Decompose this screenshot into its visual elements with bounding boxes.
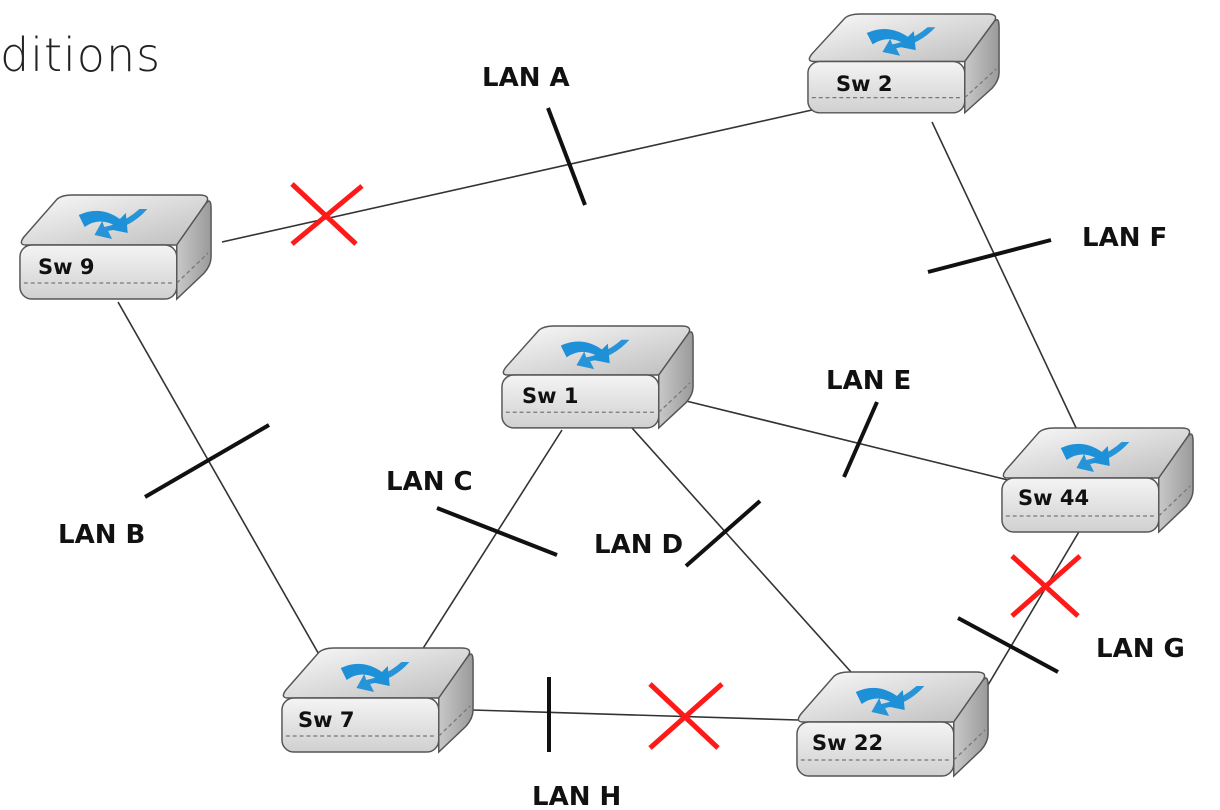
switch-icon [1001, 427, 1194, 533]
switch-label: Sw 1 [522, 384, 578, 408]
lan-label-b: LAN B [58, 520, 145, 550]
link-sw44-sw22 [987, 529, 1081, 686]
lan-d-mark [684, 499, 762, 568]
lan-label-d: LAN D [594, 530, 683, 560]
switch-sw44[interactable] [1001, 427, 1194, 533]
blocked-x-icon [290, 182, 364, 246]
switch-sw22[interactable] [796, 671, 989, 777]
switch-sw2[interactable] [807, 13, 1000, 114]
switch-label: Sw 7 [298, 708, 354, 732]
lan-f-mark [927, 238, 1052, 274]
switch-sw7[interactable] [281, 647, 474, 753]
lan-label-c: LAN C [386, 467, 473, 497]
switch-icon [796, 671, 989, 777]
switch-label: Sw 44 [1018, 486, 1089, 510]
lan-a-mark [546, 107, 587, 206]
lan-label-f: LAN F [1082, 223, 1167, 253]
switch-sw9[interactable] [19, 194, 212, 300]
lan-label-g: LAN G [1096, 634, 1185, 664]
switch-sw1[interactable] [501, 325, 694, 429]
lan-label-e: LAN E [826, 366, 911, 396]
lan-e-mark [842, 401, 879, 478]
lan-label-h: LAN H [532, 782, 621, 810]
lan-c-mark [436, 506, 558, 557]
switch-icon [281, 647, 474, 753]
link-sw2-sw44 [931, 121, 1079, 433]
link-sw1-sw44 [681, 399, 1009, 481]
blocked-ports [290, 182, 1082, 750]
link-sw9-sw7 [117, 301, 326, 666]
lan-g-mark [957, 616, 1059, 674]
switch-label: Sw 2 [836, 72, 892, 96]
link-sw9-sw2 [221, 109, 813, 243]
switch-icon [501, 325, 694, 429]
link-sw1-sw7 [421, 429, 563, 651]
lan-b-mark [143, 423, 271, 499]
blocked-x-icon [1010, 554, 1082, 618]
lan-label-a: LAN A [482, 63, 570, 93]
switch-label: Sw 9 [38, 255, 94, 279]
lan-marks [143, 107, 1059, 752]
blocked-x-icon [648, 682, 724, 750]
switch-icon [807, 13, 1000, 114]
switch-label: Sw 22 [812, 731, 883, 755]
link-sw1-sw22 [631, 427, 861, 683]
switch-icon [19, 194, 212, 300]
link-sw7-sw22 [471, 709, 799, 721]
page-title: ditions [0, 28, 162, 82]
